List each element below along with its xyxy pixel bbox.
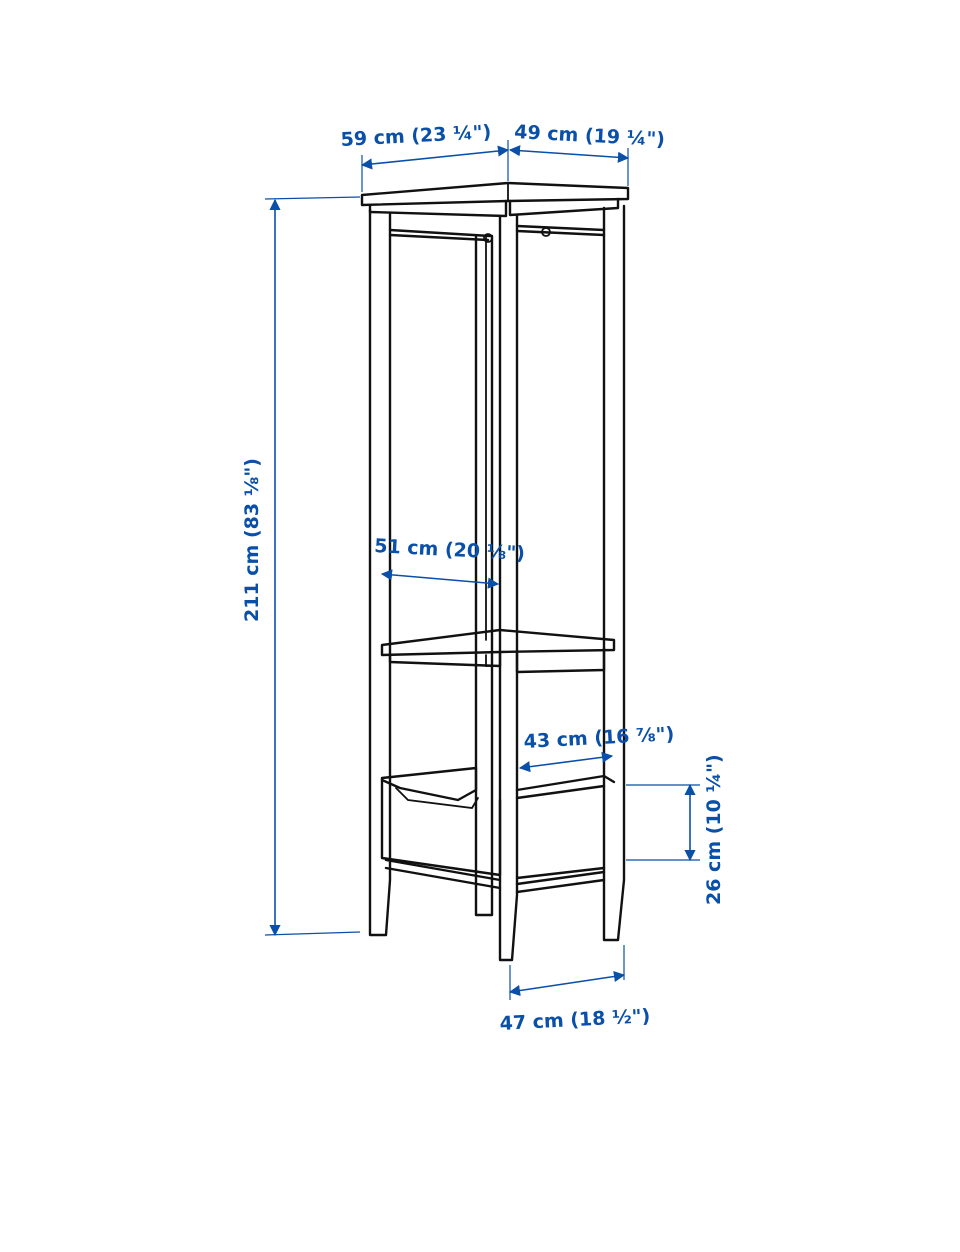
bottom-rail-side — [515, 870, 606, 894]
back-right-leg — [602, 204, 626, 942]
middle-shelf — [380, 628, 616, 657]
drawer-depth-dimension-line — [518, 751, 614, 773]
drawer-front — [380, 778, 502, 877]
rail-bracket — [541, 227, 551, 237]
rail-bracket-left — [483, 233, 493, 243]
top-apron-side — [508, 197, 620, 217]
middle-shelf-side-apron — [515, 646, 606, 674]
wardrobe-frame — [360, 181, 630, 962]
inner-width-dimension-line — [380, 569, 500, 589]
dimension-lines — [264, 140, 700, 1000]
drawer-height-label: 26 cm (10 ¼") — [703, 754, 725, 905]
front-right-leg — [498, 214, 519, 962]
height-extension-top — [264, 196, 361, 200]
height-label: 211 cm (83 ⅛") — [241, 458, 263, 622]
front-left-leg — [368, 208, 392, 937]
inner-width-label: 51 cm (20 ⅛") — [374, 535, 526, 565]
top-depth-label: 49 cm (19 ¼") — [514, 121, 666, 151]
shelf-bracket — [485, 654, 497, 667]
top-panel — [360, 181, 630, 207]
bottom-depth-label: 47 cm (18 ½") — [499, 1005, 651, 1035]
hanging-rail-right — [515, 224, 606, 237]
top-apron-front — [368, 199, 508, 218]
top-depth-dimension-line — [508, 145, 630, 163]
back-left-leg — [474, 234, 494, 917]
height-extension-bottom — [264, 931, 361, 936]
drawer-depth-label: 43 cm (16 ⅞") — [523, 723, 675, 753]
top-width-dimension-line — [360, 145, 510, 170]
drawer-box — [380, 766, 478, 802]
top-width-label: 59 cm (23 ¼") — [340, 121, 492, 151]
bottom-rail-front — [384, 858, 502, 890]
middle-shelf-front-apron — [388, 650, 502, 668]
drawer-side — [515, 774, 616, 800]
drawer-side-lower — [515, 866, 606, 880]
drawer-handle-cut — [395, 787, 479, 809]
bottom-depth-dimension-line — [508, 970, 626, 997]
hanging-rail-left — [388, 228, 492, 242]
